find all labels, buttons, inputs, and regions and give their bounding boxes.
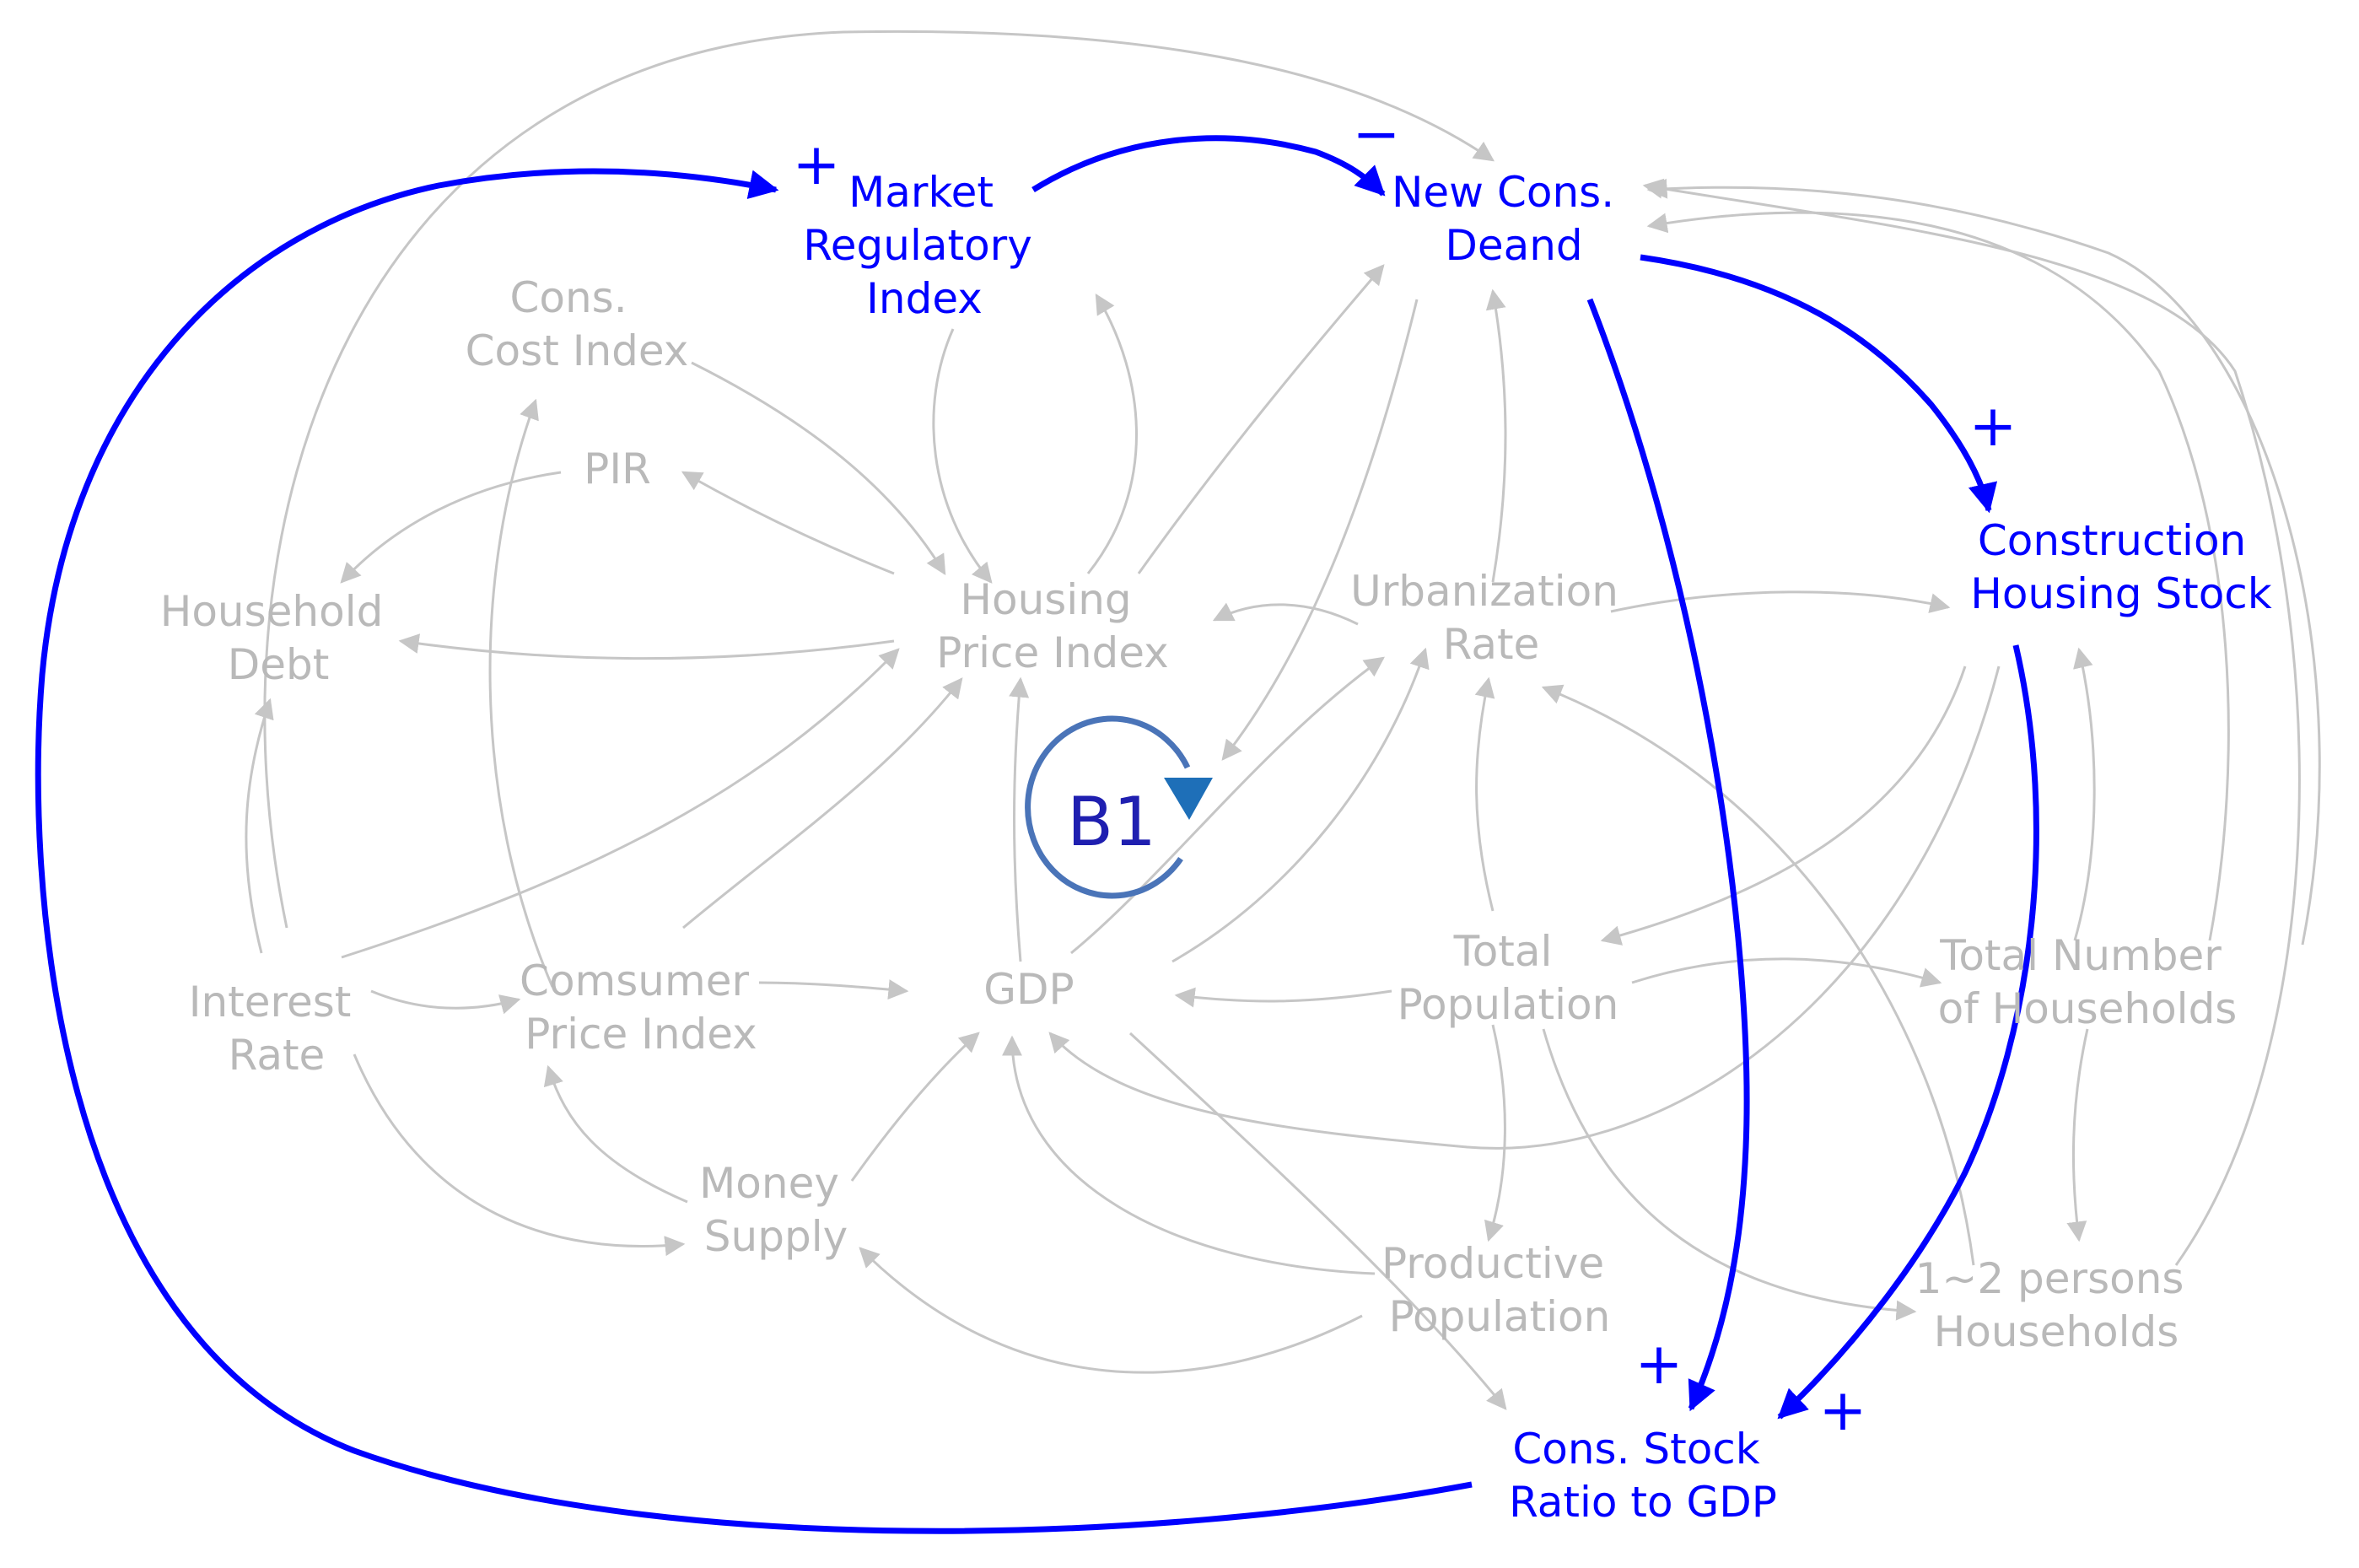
node-small-households: 1~2 persons Households [1915,1254,2198,1356]
edge-costindex-to-housingprice [691,361,946,576]
edge-pir-to-debt [340,471,562,584]
edge-totalpop-to-newcons-outer [1646,178,2321,946]
edge-interest-to-cpi [370,989,521,1015]
edge-urban-to-stock [1610,590,1951,613]
edge-urban-to-newcons [1485,288,1507,583]
edge-gdp-to-urban [1171,647,1430,963]
loop-b1: B1 [1025,715,1213,899]
edge-totalpop-to-urban [1474,676,1495,912]
edge-gdp-to-newcons-outer [263,30,1495,929]
edge-newcons-to-ratio [1586,298,1750,1412]
edge-moneysupply-to-gdp [850,1032,980,1182]
loop-arrowhead-icon [1164,778,1213,820]
edge-productive-to-gdp [1002,1035,1376,1275]
loop-label: B1 [1067,783,1156,861]
sign-market-in: + [793,132,841,198]
edge-totalpop-to-small [1542,1028,1917,1321]
edge-households-to-small [2066,1028,2089,1242]
edge-small-to-urban [1541,684,1975,1266]
edge-gdp-to-housingprice [1009,676,1030,962]
edge-totalpop-to-gdp [1174,987,1392,1008]
edge-totalpop-to-households [1631,957,1942,988]
edge-cpi-to-gdp [758,979,909,1000]
node-productive-population: Productive Population [1381,1239,1618,1341]
node-total-households: Total Number of Households [1938,931,2238,1033]
edge-interest-to-moneysupply [353,1053,686,1257]
node-construction-housing-stock: Construction Housing Stock [1970,516,2272,618]
sign-stock-in: + [1969,393,2017,460]
node-consumer-price-index: Comsumer Price Index [520,956,762,1059]
node-market-regulatory-index: Market Regulatory Index [803,168,1045,323]
edge-gdp-to-urban-short [1070,656,1385,955]
node-total-population: Total Population [1398,927,1619,1029]
edge-debt-to-interest [245,698,274,954]
edge-housingprice-to-debt [398,633,895,660]
polarity-signs: + − + + + [793,101,2017,1444]
node-household-debt: Household Debt [160,587,397,689]
node-money-supply: Money Supply [699,1159,853,1261]
node-new-cons-demand: New Cons. Deand [1392,168,1628,270]
node-urbanization-rate: Urbanization Rate [1350,567,1632,669]
blue-nodes: Market Regulatory Index New Cons. Deand … [803,168,2272,1527]
node-pir: PIR [584,445,651,493]
edge-households-to-newcons [1646,211,2230,941]
edge-cpi-to-costindex [488,398,554,988]
edge-housingprice-to-pir [681,471,895,575]
edge-productive-to-moneysupply [859,1247,1363,1374]
edge-market-to-newcons [1031,135,1386,197]
blue-edges [35,135,2039,1534]
sign-ratio-in-left: + [1635,1331,1683,1398]
node-cons-cost-index: Cons. Cost Index [466,273,689,375]
edge-ratio-to-market [35,168,1473,1534]
edge-stock-to-gdp [1048,665,2001,1150]
gray-edges [245,30,2321,1410]
edge-stock-to-totalpop [1600,665,1967,946]
edge-housingprice-to-market [1086,293,1138,574]
edge-small-to-newcons [1642,178,2301,1266]
edge-moneysupply-to-cpi [543,1064,688,1204]
edge-gdp-to-ratio [1128,1032,1507,1410]
node-interest-rate: Interest Rate [189,978,365,1080]
edge-housingprice-to-newcons [1137,264,1385,574]
sign-ratio-in-right: + [1819,1377,1867,1444]
loop-circle [1025,715,1191,899]
edge-totalpop-to-productive [1484,1024,1506,1242]
edge-market-to-housingprice [932,328,993,584]
edge-households-to-stock [2073,647,2096,941]
edge-interest-to-housingprice [341,648,900,959]
node-gdp: GDP [983,965,1074,1014]
edge-cpi-to-housingprice [682,677,963,929]
edge-newcons-to-stock [1640,254,1998,514]
node-housing-price-index: Housing Price Index [936,575,1169,677]
edge-newcons-to-loop [1221,299,1419,761]
node-cons-stock-ratio-gdp: Cons. Stock Ratio to GDP [1509,1425,1777,1527]
sign-new-cons-in: − [1353,101,1401,168]
edge-urban-to-housingprice [1212,602,1359,626]
edge-stock-to-ratio [1777,644,2039,1420]
gray-nodes: Cons. Cost Index PIR Household Debt Hous… [160,273,2238,1356]
